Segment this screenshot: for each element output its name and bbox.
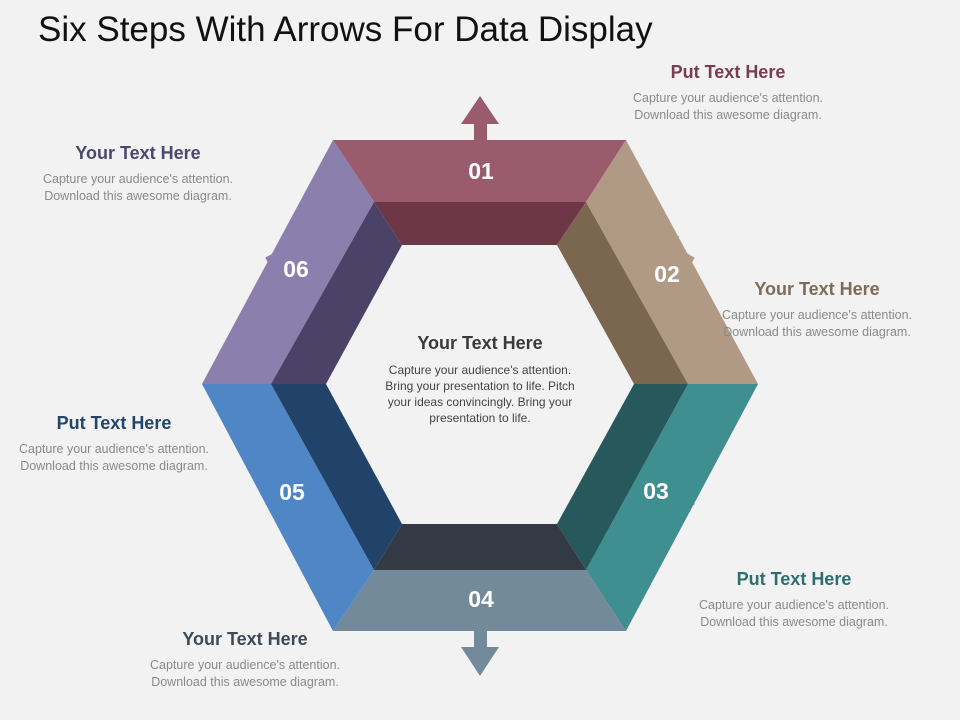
step-number-01: 01 bbox=[468, 158, 494, 184]
step-05-heading: Put Text Here bbox=[56, 413, 172, 433]
step-01-text-block: Put Text Here Capture your audience's at… bbox=[633, 62, 823, 123]
step-number-06: 06 bbox=[283, 256, 309, 282]
down-arrow-icon bbox=[461, 626, 499, 676]
center-heading: Your Text Here bbox=[417, 333, 543, 353]
step-06-body: Capture your audience's attention. Downl… bbox=[43, 172, 234, 203]
step-06-heading: Your Text Here bbox=[75, 143, 201, 163]
step-03-heading: Put Text Here bbox=[736, 569, 852, 589]
step-03-body: Capture your audience's attention. Downl… bbox=[699, 598, 890, 629]
step-number-03: 03 bbox=[643, 478, 669, 504]
step-04-text-block: Your Text Here Capture your audience's a… bbox=[150, 629, 340, 690]
step-05-body: Capture your audience's attention. Downl… bbox=[19, 442, 210, 473]
segment-06 bbox=[202, 140, 402, 384]
step-03-text-block: Put Text Here Capture your audience's at… bbox=[699, 569, 889, 630]
step-number-05: 05 bbox=[279, 479, 305, 505]
step-02-text-block: Your Text Here Capture your audience's a… bbox=[722, 279, 912, 340]
step-02-heading: Your Text Here bbox=[754, 279, 880, 299]
step-01-body: Capture your audience's attention. Downl… bbox=[633, 91, 824, 122]
step-06-text-block: Your Text Here Capture your audience's a… bbox=[43, 143, 233, 204]
center-text-block: Your Text Here Capture your audience's a… bbox=[380, 333, 580, 426]
center-body: Capture your audience's attention. Bring… bbox=[385, 363, 575, 425]
segment-01 bbox=[333, 140, 626, 245]
step-01-heading: Put Text Here bbox=[670, 62, 786, 82]
step-04-heading: Your Text Here bbox=[182, 629, 308, 649]
step-02-body: Capture your audience's attention. Downl… bbox=[722, 308, 913, 339]
step-04-body: Capture your audience's attention. Downl… bbox=[150, 658, 341, 689]
step-number-04: 04 bbox=[468, 586, 494, 612]
step-05-text-block: Put Text Here Capture your audience's at… bbox=[19, 413, 209, 474]
segment-05 bbox=[202, 384, 402, 631]
segment-04 bbox=[333, 524, 626, 631]
up-arrow-icon bbox=[461, 96, 499, 144]
step-number-02: 02 bbox=[654, 261, 680, 287]
segment-03 bbox=[557, 384, 758, 631]
segment-02 bbox=[557, 140, 758, 384]
page-title: Six Steps With Arrows For Data Display bbox=[38, 10, 653, 49]
